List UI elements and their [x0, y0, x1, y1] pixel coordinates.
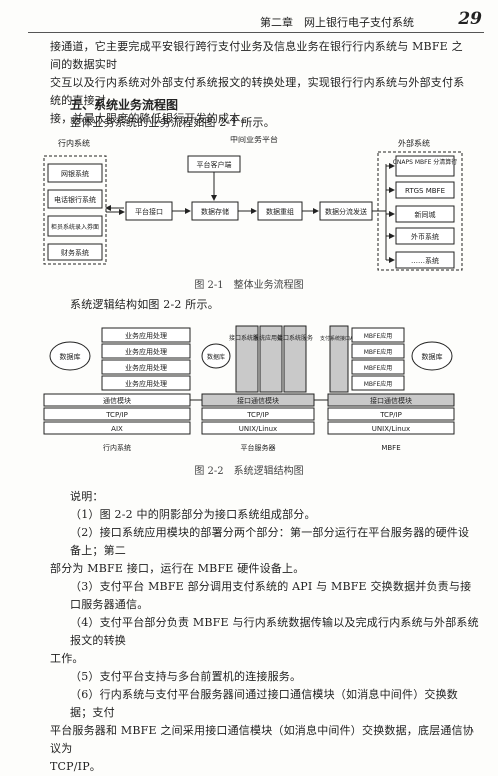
svc-label: 接口系统服务: [277, 334, 313, 342]
node-rtgs: [395, 181, 455, 199]
node-online-banking: [47, 163, 103, 183]
mbfe-app-label: MBFE应用: [364, 332, 393, 340]
notes-title: 说明：: [70, 490, 104, 503]
node-label: 数据分流发送: [325, 207, 367, 216]
biz-label: 业务应用处理: [125, 363, 167, 372]
comm-label: 通信模块: [103, 396, 131, 405]
note-line: （3）支付平台 MBFE 部分调用支付系统的 API 与 MBFE 交换数据并负…: [70, 580, 472, 611]
node-other: [395, 251, 455, 269]
node-label: 数据重组: [266, 207, 294, 216]
db-label: 数据库: [60, 352, 81, 361]
note-line: （4）支付平台部分负责 MBFE 与行内系统数据传输以及完成行内系统与外部系统报…: [70, 616, 479, 647]
right-group: [377, 151, 463, 271]
tcp-label: TCP/IP: [246, 411, 269, 419]
intro-line: 交互以及行内系统对外部支付系统报文的转换处理，实现银行行内系统与外部支付系统的直…: [50, 76, 465, 107]
node-phone-banking: [47, 189, 103, 209]
node-label: 柜员系统录入券面: [51, 223, 99, 231]
note-line: TCP/IP。: [50, 760, 102, 773]
note-line: 部分为 MBFE 接口，运行在 MBFE 硬件设备上。: [50, 562, 305, 575]
db-label: 数据库: [207, 353, 225, 361]
node-label-part: CNAPS MBFE 分清算行: [393, 158, 458, 166]
foot-label: 行内系统: [103, 443, 131, 452]
foot-label: 平台服务器: [241, 443, 276, 452]
logic-intro: 系统逻辑结构如图 2-2 所示。: [70, 298, 219, 311]
note-line: 平台服务器和 MBFE 之间采用接口通信模块（如消息中间件）交换数据，底层通信协…: [50, 724, 474, 755]
biz-label: 业务应用处理: [125, 331, 167, 340]
node-label: ……系统: [411, 256, 439, 265]
foot-label: MBFE: [381, 444, 400, 452]
mbfe-app-label: MBFE应用: [364, 364, 393, 372]
section-title: 五、系统业务流程图: [70, 98, 179, 112]
database-icon: [49, 341, 91, 371]
iface-comm-label: 接口通信模块: [237, 396, 279, 405]
node-label: 平台客户端: [197, 160, 232, 169]
node-label: 网银系统: [61, 169, 89, 178]
svc-label: 系统应用处理: [253, 334, 289, 342]
biz-label: 业务应用处理: [125, 379, 167, 388]
note-line: 工作。: [50, 652, 84, 665]
node-label: 平台接口: [135, 207, 163, 216]
node-label: 电话银行系统: [54, 195, 96, 204]
node-label: RTGS MBFE: [405, 187, 445, 195]
notes-list: （1）图 2-2 中的阴影部分为接口系统组成部分。 （2）接口系统应用模块的部署…: [50, 506, 480, 776]
node-label: 财务系统: [61, 248, 89, 257]
node-label: 新同城: [415, 210, 436, 219]
chapter-title: 第二章 网上银行电子支付系统: [260, 16, 414, 29]
business-flow-diagram: 行内系统 中间业务平台 外部系统 网银系统 电话银行系统 柜员系统录入券面 财务…: [43, 136, 463, 271]
mbfe-app-label: MBFE应用: [364, 348, 393, 356]
intro-paragraph: 接通道，它主要完成平安银行跨行支付业务及信息业务在银行行内系统与 MBFE 之间…: [50, 38, 470, 128]
node-label: 数据存储: [201, 207, 229, 216]
page-number: 29: [458, 9, 482, 29]
intro-line: 接通道，它主要完成平安银行跨行支付业务及信息业务在银行行内系统与 MBFE 之间…: [50, 40, 463, 71]
intro-line: 接，并最大限度的降低银行开发的成本。: [50, 112, 252, 125]
node-label: 外币系统: [411, 232, 439, 241]
col-mid-label: 中间业务平台: [230, 136, 278, 144]
node-cnaps: [395, 155, 455, 177]
note-line: （5）支付平台支持与多台前置机的连接服务。: [70, 670, 302, 683]
note-line: （1）图 2-2 中的阴影部分为接口系统组成部分。: [70, 508, 316, 521]
note-line: （6）行内系统与支付平台服务器间通过接口通信模块（如消息中间件）交换数据；支付: [70, 688, 458, 719]
db-label: 数据库: [422, 352, 443, 361]
node-new-tongcheng: [395, 205, 455, 223]
os-label: AIX: [111, 425, 123, 433]
figure-2-caption: 图 2-2 系统逻辑结构图: [194, 466, 304, 477]
col-left-label: 行内系统: [58, 138, 90, 148]
os-label: UNIX/Linux: [372, 425, 410, 433]
os-label: UNIX/Linux: [239, 425, 277, 433]
note-line: （2）接口系统应用模块的部署分两个部分：第一部分运行在平台服务器的硬件设备上；第…: [70, 526, 470, 557]
mbfe-app-label: MBFE应用: [364, 380, 393, 388]
figure-1-caption: 图 2-1 整体业务流程图: [194, 280, 304, 291]
biz-label: 业务应用处理: [125, 347, 167, 356]
iface-comm-label: 接口通信模块: [370, 396, 412, 405]
running-header: 第二章 网上银行电子支付系统 29: [28, 8, 484, 33]
svc-label: 接口系统服务: [229, 334, 265, 342]
flow-intro: 整体业务系统的业务流程如图 2-1 所示。: [70, 116, 275, 129]
col-right-label: 外部系统: [398, 138, 430, 148]
logic-structure-diagram: 数据库 业务应用处理 业务应用处理 业务应用处理 业务应用处理 通信模块 TCP…: [43, 325, 455, 452]
tcp-label: TCP/IP: [105, 411, 128, 419]
node-finance: [47, 243, 103, 261]
api-label: 支付系统接口API: [320, 335, 358, 342]
node-fx: [395, 227, 455, 245]
tcp-label: TCP/IP: [379, 411, 402, 419]
node-teller: [47, 215, 103, 237]
